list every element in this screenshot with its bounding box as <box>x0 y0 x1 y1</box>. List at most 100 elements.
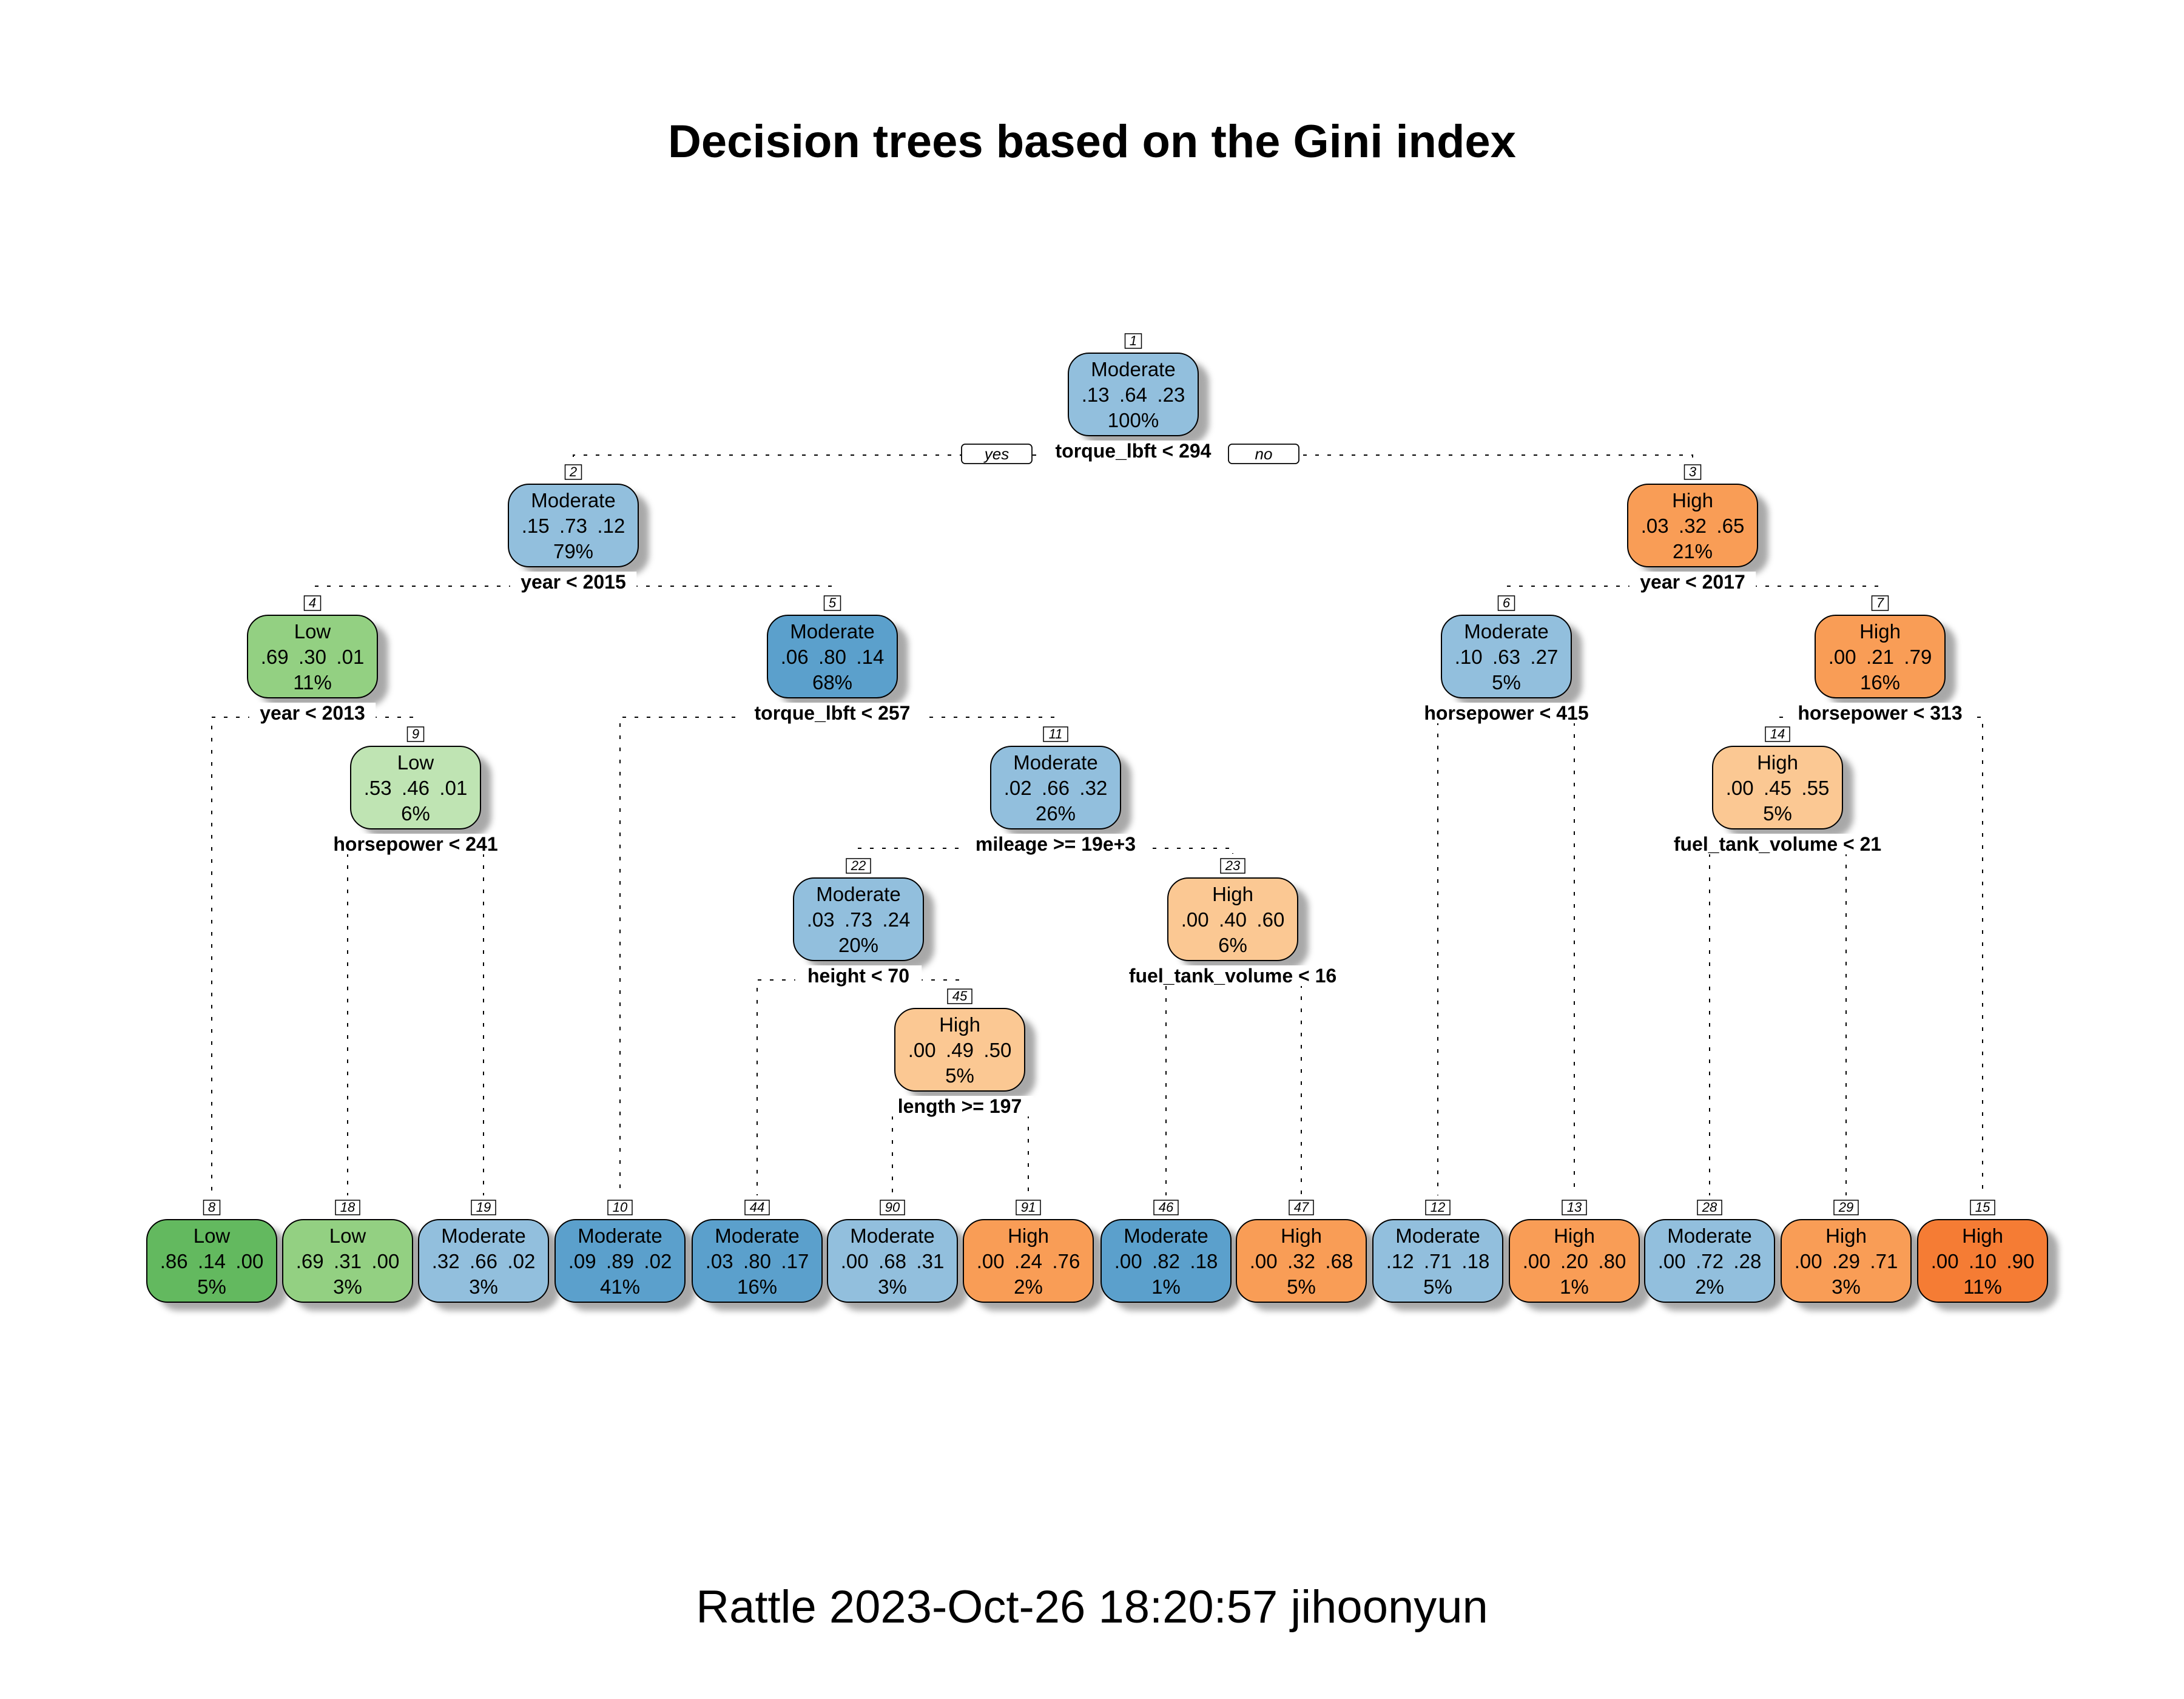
node-id-box <box>744 1200 770 1215</box>
split-label-bg <box>1038 441 1228 461</box>
node-probs: .12 .71 .18 <box>1386 1250 1490 1272</box>
node-id-box <box>1289 1200 1314 1215</box>
node-id: 1 <box>1130 333 1137 348</box>
node-class: Moderate <box>816 883 900 905</box>
node-probs: .53 .46 .01 <box>364 777 468 799</box>
node-probs: .09 .89 .02 <box>568 1250 672 1272</box>
node-id-box <box>1765 726 1790 742</box>
node-box <box>1100 1219 1232 1303</box>
node-probs: .00 .49 .50 <box>908 1039 1012 1061</box>
node-class: High <box>1672 489 1713 512</box>
tree-edge <box>1165 979 1233 1195</box>
tree-edge <box>312 586 573 591</box>
node-probs: .00 .20 .80 <box>1523 1250 1626 1272</box>
node-id: 3 <box>1689 464 1697 479</box>
node-id-box <box>1043 726 1068 742</box>
node-id: 29 <box>1838 1200 1853 1215</box>
node-percent: 2% <box>1014 1275 1043 1298</box>
tree-edge <box>211 717 312 1195</box>
tree-edge <box>347 848 416 1195</box>
node-id: 44 <box>750 1200 764 1215</box>
node-box <box>1627 484 1758 567</box>
tree-edge <box>1233 979 1302 1195</box>
tree-edge <box>960 1110 1029 1195</box>
node-id-box <box>607 1200 633 1215</box>
node-id-box <box>1697 1200 1722 1215</box>
node-probs: .03 .80 .17 <box>706 1250 809 1272</box>
node-percent: 20% <box>838 934 878 956</box>
node-probs: .00 .68 .31 <box>841 1250 945 1272</box>
node-box <box>247 615 378 698</box>
split-label: height < 70 <box>807 965 909 987</box>
node-percent: 79% <box>553 540 593 562</box>
split-label: fuel_tank_volume < 16 <box>1129 965 1336 987</box>
node-probs: .00 .72 .28 <box>1658 1250 1762 1272</box>
yes-tag-label: yes <box>983 445 1009 463</box>
tree-edge <box>1880 717 1983 1195</box>
node-box <box>793 877 924 961</box>
node-percent: 5% <box>1492 671 1521 694</box>
tree-edge <box>573 454 1133 460</box>
chart-title: Decision trees based on the Gini index <box>668 116 1516 167</box>
yes-branch-tag: yes <box>961 444 1033 464</box>
tree-edge <box>573 586 833 591</box>
node-box <box>1441 615 1572 698</box>
node-percent: 1% <box>1560 1275 1589 1298</box>
node-percent: 16% <box>1860 671 1900 694</box>
node-id-box <box>823 595 841 611</box>
node-percent: 21% <box>1673 540 1713 562</box>
tree-edge <box>619 717 832 1195</box>
node-class: High <box>1757 751 1798 774</box>
split-label: torque_lbft < 257 <box>755 702 911 724</box>
node-box <box>282 1219 413 1303</box>
node-box <box>963 1219 1094 1303</box>
node-probs: .00 .45 .55 <box>1726 777 1830 799</box>
node-id: 22 <box>851 858 866 873</box>
no-branch-tag: no <box>1228 444 1299 464</box>
split-label-bg <box>886 1096 1034 1116</box>
node-probs: .69 .30 .01 <box>261 646 365 668</box>
node-percent: 5% <box>945 1064 974 1087</box>
node-percent: 11% <box>1963 1275 2002 1298</box>
node-probs: .00 .32 .68 <box>1250 1250 1353 1272</box>
node-id: 91 <box>1021 1200 1036 1215</box>
node-class: Moderate <box>1667 1224 1751 1247</box>
node-percent: 100% <box>1108 409 1159 431</box>
node-id: 23 <box>1225 858 1241 873</box>
node-percent: 3% <box>1832 1275 1861 1298</box>
node-id-box <box>303 595 322 611</box>
node-box <box>692 1219 823 1303</box>
node-id: 45 <box>952 988 968 1004</box>
node-id-box <box>406 726 425 742</box>
node-id-box <box>1833 1200 1859 1215</box>
node-class: High <box>1281 1224 1322 1247</box>
split-label: horsepower < 313 <box>1798 702 1962 724</box>
node-class: Low <box>294 620 331 643</box>
split-label-bg <box>737 703 928 723</box>
node-class: High <box>1825 1224 1867 1247</box>
tree-edge <box>1709 848 1778 1195</box>
node-class: Moderate <box>441 1224 525 1247</box>
node-id: 13 <box>1567 1200 1582 1215</box>
node-box <box>1372 1219 1503 1303</box>
node-id: 4 <box>309 595 316 610</box>
split-label: length >= 197 <box>898 1095 1022 1117</box>
node-probs: .86 .14 .00 <box>160 1250 264 1272</box>
node-class: High <box>1859 620 1901 643</box>
node-class: High <box>939 1013 980 1036</box>
